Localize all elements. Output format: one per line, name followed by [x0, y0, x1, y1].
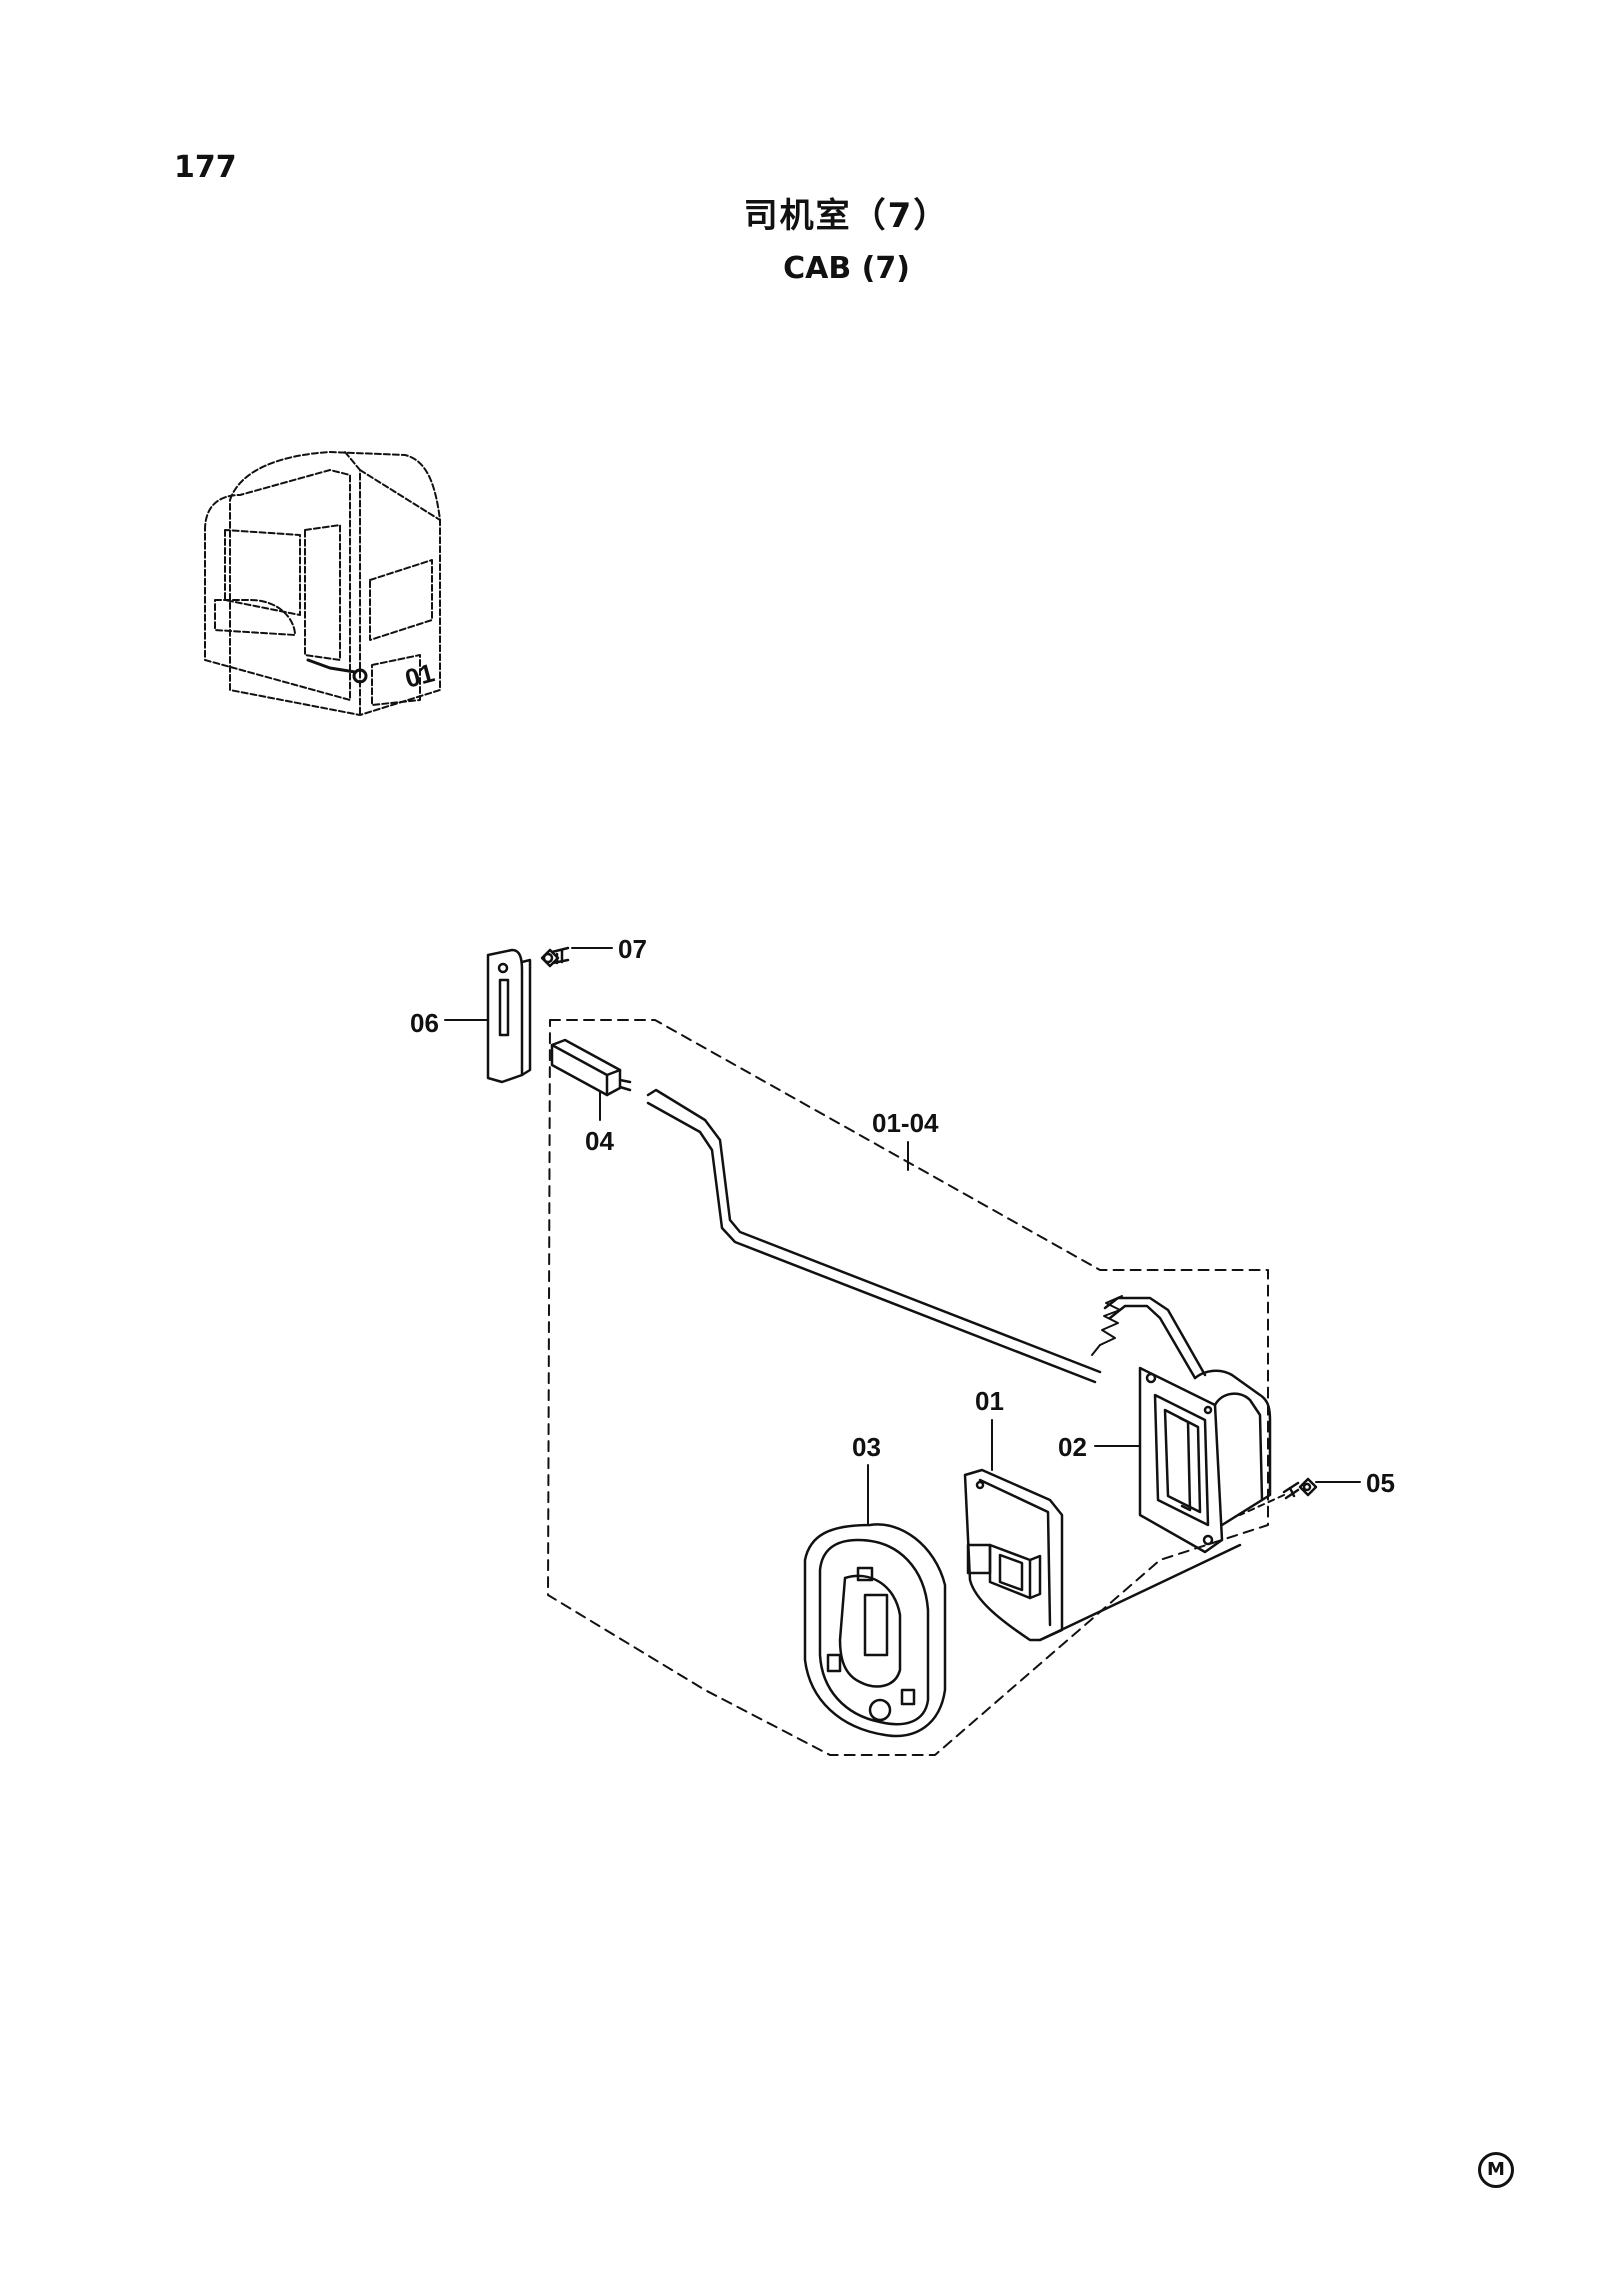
callout-cab-01: 01	[402, 657, 438, 693]
title-english: CAB (7)	[783, 251, 910, 286]
callout-01-04: 01-04	[872, 1108, 939, 1138]
cab-overview-sketch	[204, 451, 441, 716]
part-04-knob	[550, 1038, 632, 1097]
part-06-plate	[486, 948, 532, 1084]
title-chinese: 司机室（7）	[743, 196, 950, 236]
rod	[646, 1088, 1102, 1384]
callout-07: 07	[618, 934, 647, 964]
callout-04: 04	[585, 1126, 614, 1156]
page-number: 177	[174, 150, 237, 185]
part-bracket-upper	[1103, 1296, 1207, 1380]
part-03-trim-ring	[803, 1523, 947, 1738]
callout-01: 01	[975, 1386, 1004, 1416]
cab-door-handle-marker	[306, 658, 368, 684]
callout-06: 06	[410, 1008, 439, 1038]
callout-05: 05	[1366, 1468, 1395, 1498]
spring	[1091, 1295, 1123, 1356]
callout-03: 03	[852, 1432, 881, 1462]
part-05-screw	[1282, 1477, 1318, 1500]
title-block: 司机室（7） CAB (7)	[0, 188, 1613, 286]
manufacturer-mark: M	[1478, 2152, 1514, 2188]
part-02-latch-housing	[1138, 1366, 1272, 1554]
part-01-latch-body	[963, 1468, 1242, 1642]
callout-02: 02	[1058, 1432, 1087, 1462]
assembly-boundary-01-04	[547, 1019, 1269, 1756]
part-07-screw	[540, 946, 570, 968]
leader-05-to-housing	[1239, 1494, 1285, 1516]
